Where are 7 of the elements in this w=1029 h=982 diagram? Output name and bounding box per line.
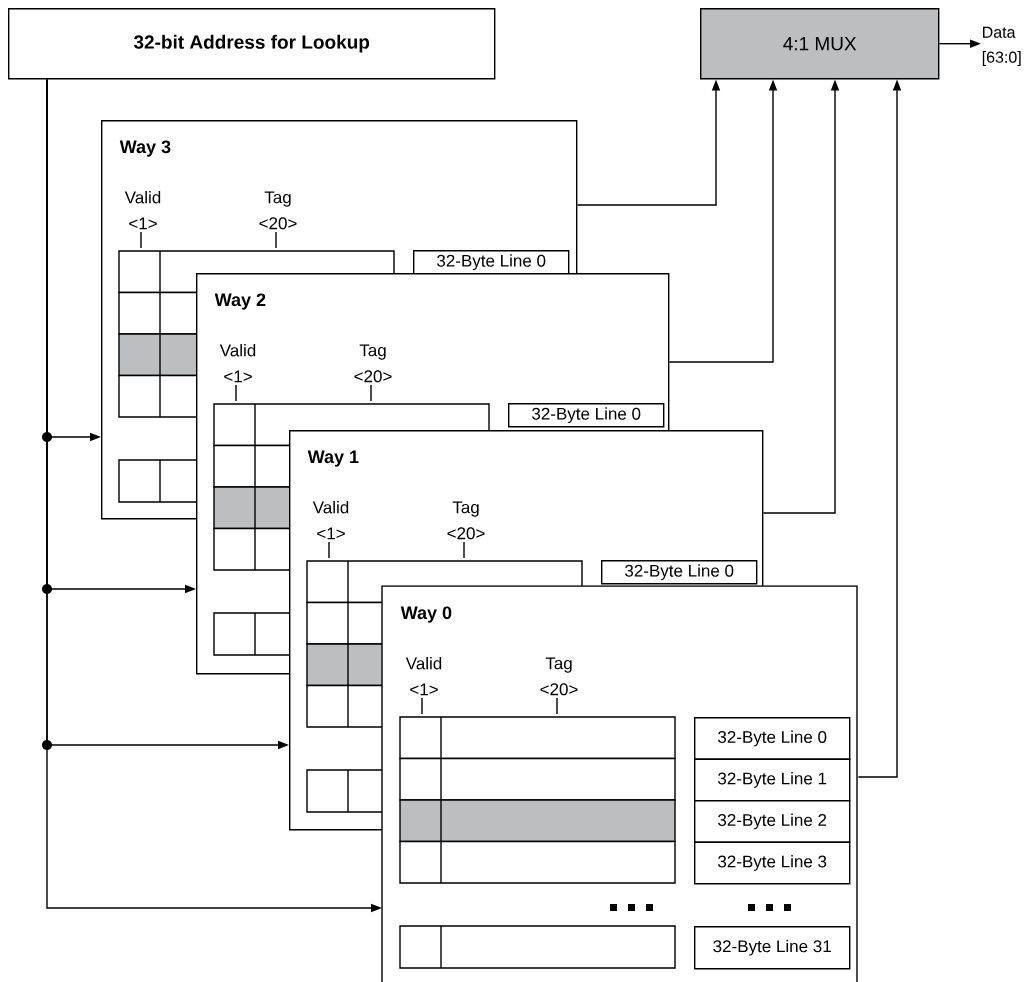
mux-box: 4:1 MUX (700, 8, 940, 80)
field-label: Valid <1> (219, 344, 256, 383)
field-label: Valid <1> (124, 191, 161, 230)
field-label: Tag <20> (259, 191, 297, 230)
field-label: Tag <20> (354, 344, 392, 383)
output-label: Data [63:0] (982, 26, 1021, 67)
address-box: 32-bit Address for Lookup (8, 8, 496, 80)
